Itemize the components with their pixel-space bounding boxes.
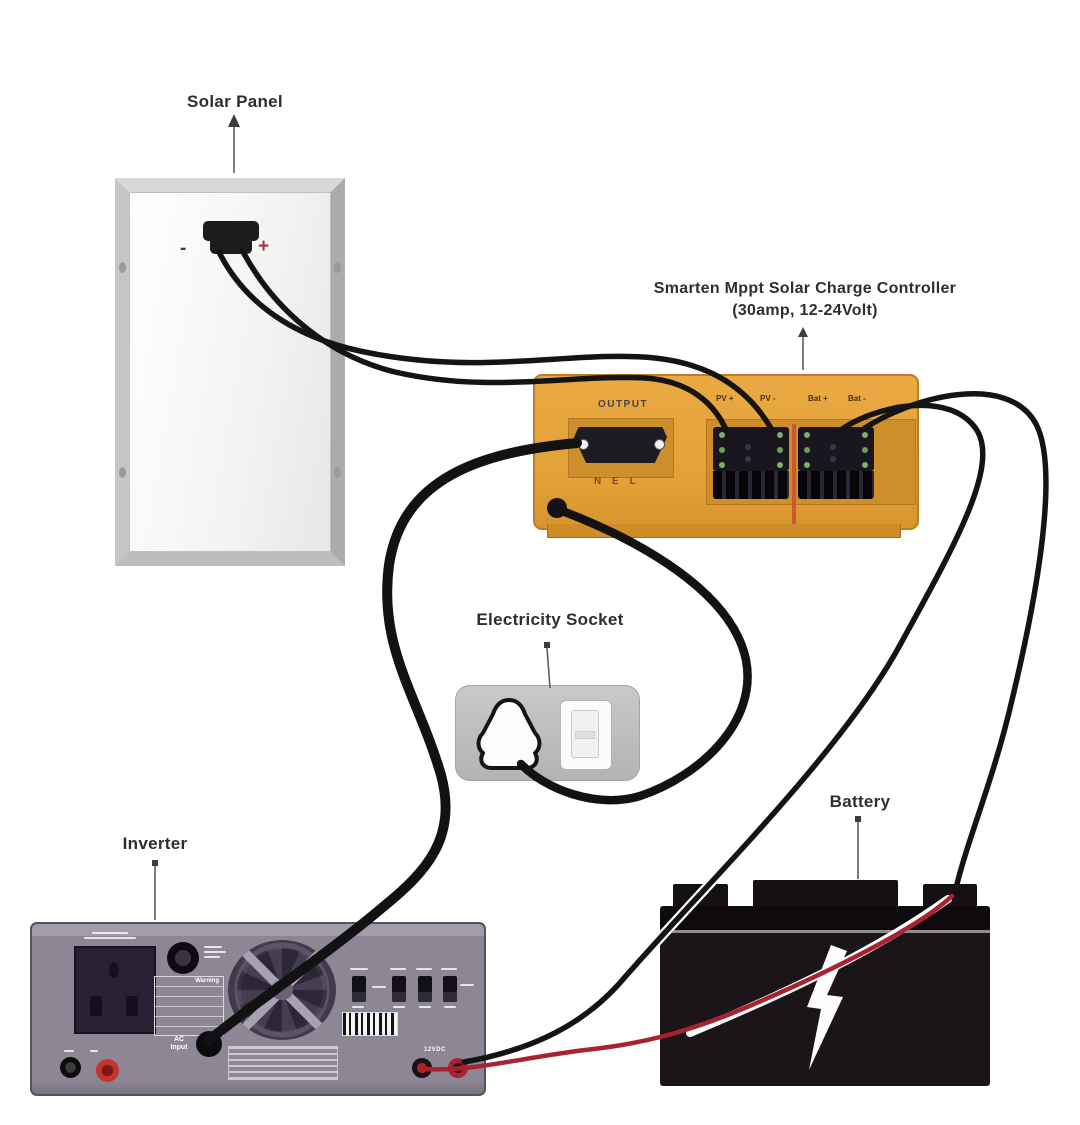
toggle-switch: [418, 976, 432, 1002]
bat-terminal-base: [798, 471, 874, 499]
pv-terminal-base: [713, 471, 789, 499]
outlet-micro-label: [84, 937, 136, 939]
socket-switch: [560, 700, 612, 770]
post-micro-label: [64, 1050, 74, 1052]
panel-screw-icon: [119, 262, 126, 273]
remote-port-micro-label: [204, 951, 226, 953]
connector-screw-icon: [578, 439, 589, 450]
panel-plus-label: +: [258, 236, 270, 257]
ac-outlet: [74, 946, 156, 1034]
terminal-screws: [804, 432, 810, 438]
dc-post-negative: [60, 1057, 81, 1078]
switch-micro-label: [441, 968, 457, 970]
cooling-fan: [228, 940, 336, 1040]
panel-minus-label: -: [180, 238, 187, 259]
controller-round-port: [547, 498, 567, 518]
switch-micro-label: [460, 984, 474, 986]
plug-icon: [476, 698, 542, 770]
switch-micro-label: [444, 1006, 456, 1008]
terminal-screws: [719, 432, 725, 438]
ac-input-plug: [196, 1031, 222, 1057]
dc-post-positive: [96, 1059, 119, 1082]
panel-screw-icon: [119, 467, 126, 478]
vent-grille: [228, 1046, 338, 1080]
outlet-hole: [90, 996, 102, 1016]
switch-rocker-line: [575, 731, 595, 739]
switch-micro-label: [350, 968, 368, 970]
dc-terminal: [412, 1058, 432, 1078]
switch-micro-label: [390, 968, 406, 970]
barcode: [342, 1012, 398, 1036]
fan-hub: [271, 980, 293, 1000]
terminal-label-pv-minus: PV -: [760, 394, 776, 403]
outlet-micro-label: [92, 932, 128, 934]
battery-label: Battery: [829, 792, 891, 811]
panel-junction-box: [210, 237, 252, 254]
inverter: Warning AC Input 12VDC: [30, 922, 486, 1096]
electricity-socket-label: Electricity Socket: [476, 610, 624, 629]
dc-terminal: [448, 1058, 468, 1078]
controller-output-label: OUTPUT: [597, 399, 649, 410]
remote-port-micro-label: [204, 956, 220, 958]
panel-screw-icon: [334, 262, 341, 273]
inverter-label: Inverter: [122, 834, 188, 853]
remote-port: [167, 942, 199, 974]
switch-micro-label: [352, 1006, 364, 1008]
controller-mount-flange: [547, 524, 901, 538]
post-micro-label: [90, 1050, 98, 1052]
terminal-divider: [792, 424, 796, 524]
controller-label-line1: Smarten Mppt Solar Charge Controller: [653, 280, 957, 297]
panel-screw-icon: [334, 467, 341, 478]
terminal-label-bat-plus: Bat +: [808, 394, 828, 403]
toggle-switch: [392, 976, 406, 1002]
ac-input-label: AC Input: [170, 1036, 188, 1051]
panel-junction-box: [203, 221, 259, 241]
terminal-label-pv-plus: PV +: [716, 394, 734, 403]
toggle-switch: [352, 976, 366, 1002]
bat-terminal-block: [798, 427, 874, 471]
switch-micro-label: [393, 1006, 405, 1008]
controller-nel-label: N E L: [594, 476, 640, 487]
switch-micro-label: [419, 1006, 431, 1008]
lightning-bolt-icon: [807, 945, 847, 1070]
warning-box: Warning: [154, 976, 224, 1036]
toggle-switch: [443, 976, 457, 1002]
remote-port-micro-label: [204, 946, 222, 948]
outlet-hole: [126, 996, 138, 1016]
switch-micro-label: [372, 986, 386, 988]
terminal-label-bat-minus: Bat -: [848, 394, 866, 403]
pv-terminal-block: [713, 427, 789, 471]
solar-panel-label: Solar Panel: [187, 92, 283, 111]
connector-screw-icon: [654, 439, 665, 450]
dc-output-label: 12VDC: [424, 1047, 446, 1053]
warning-label: Warning: [195, 978, 219, 984]
outlet-hole: [109, 962, 119, 978]
switch-micro-label: [416, 968, 432, 970]
controller-label-line2: (30amp, 12-24Volt): [732, 302, 878, 319]
battery-cap-center: [753, 880, 898, 908]
